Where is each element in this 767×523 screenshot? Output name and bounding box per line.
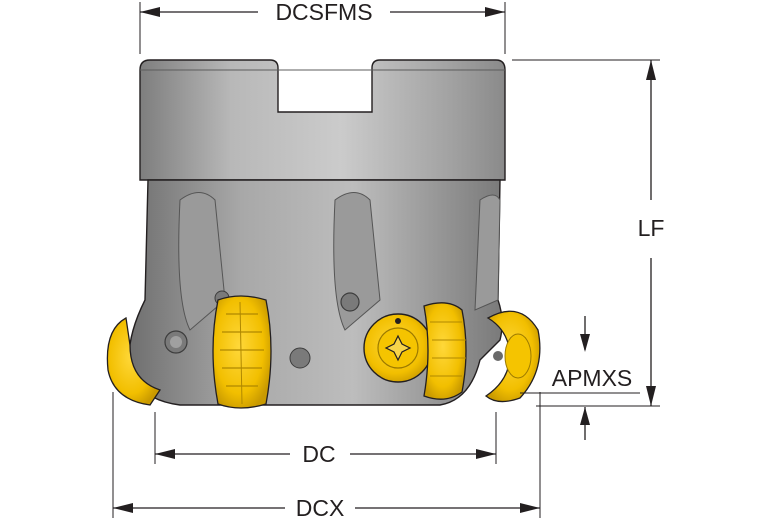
dimension-dcsfms: DCSFMS xyxy=(139,0,506,54)
screw-hole xyxy=(289,347,311,369)
dimension-apmxs: APMXS xyxy=(520,316,640,440)
lf-label: LF xyxy=(638,215,665,241)
dimension-lf: LF xyxy=(512,59,665,407)
dc-label: DC xyxy=(302,441,335,467)
insert-center-right xyxy=(423,302,467,400)
dimension-dcx: DCX xyxy=(112,392,541,521)
chip-pocket xyxy=(474,194,501,311)
insert-center xyxy=(363,313,433,383)
insert-front-left xyxy=(212,295,272,409)
dcsfms-label: DCSFMS xyxy=(275,0,372,25)
insert-right xyxy=(484,310,541,403)
dcx-label: DCX xyxy=(296,495,345,521)
shank xyxy=(139,59,506,181)
apmxs-label: APMXS xyxy=(552,365,633,391)
chip-pocket xyxy=(178,192,226,331)
screw-hole xyxy=(493,351,503,361)
insert-left xyxy=(106,316,162,406)
dimension-dc: DC xyxy=(154,412,497,467)
torx-screw-icon xyxy=(384,334,412,362)
screw-hole xyxy=(340,292,360,312)
screw-hole xyxy=(170,336,182,348)
